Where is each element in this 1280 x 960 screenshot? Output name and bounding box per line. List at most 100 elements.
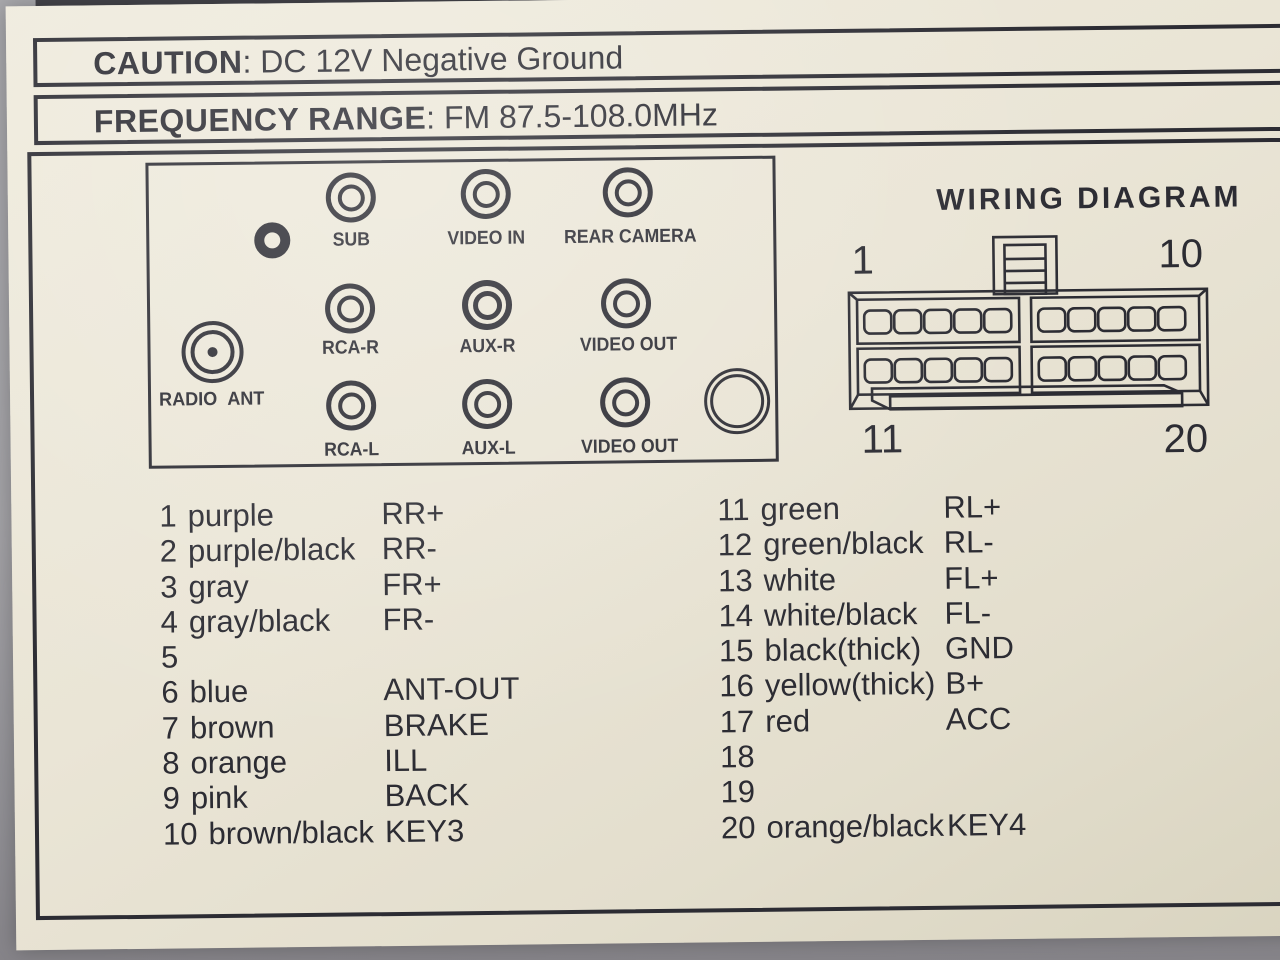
pin-function: B+ xyxy=(945,665,985,702)
pin-function: GND xyxy=(944,630,1015,666)
pin-function: FR- xyxy=(382,601,435,638)
frequency-text: FREQUENCY RANGE: FM 87.5-108.0MHz xyxy=(94,96,718,140)
sub-jack xyxy=(325,172,377,223)
pin-number: 6 xyxy=(161,674,179,711)
pin-number: 9 xyxy=(162,780,181,817)
video-in-jack-label: VIDEO IN xyxy=(447,227,526,250)
pin-number: 16 xyxy=(719,668,755,704)
wiring-diagram-title: WIRING DIAGRAM xyxy=(936,180,1242,217)
pin-number: 8 xyxy=(162,745,180,781)
pin-function: ACC xyxy=(945,700,1012,737)
pin-number: 11 xyxy=(717,491,750,528)
blank-ring-jack xyxy=(254,222,291,259)
pin-function: RL- xyxy=(943,524,994,561)
aux-l-jack-label: AUX-L xyxy=(461,437,516,460)
pin-function: ANT-OUT xyxy=(383,671,520,708)
pin-wire-color: purple/black xyxy=(187,531,356,569)
pin-number: 15 xyxy=(718,633,754,669)
jack-panel: SUB VIDEO IN REAR CAMERA RCA-R AUX-R VID… xyxy=(145,155,779,469)
pin-wire-color: red xyxy=(765,703,811,739)
pin-number: 2 xyxy=(159,533,178,569)
video-out-lower-jack xyxy=(599,377,651,428)
pin-number: 19 xyxy=(720,774,756,810)
pin-number: 1 xyxy=(159,498,177,534)
pin-number: 18 xyxy=(719,739,755,775)
pin-wire-color: orange xyxy=(190,744,288,781)
pin-row-15: 15 black(thick) GND xyxy=(718,630,1014,669)
pin-number: 4 xyxy=(160,604,179,640)
connector-quadrant-tl xyxy=(855,296,1021,346)
pin-number: 20 xyxy=(720,809,756,845)
pin-wire-color: white xyxy=(763,561,837,598)
unlabeled-large-jack xyxy=(703,367,771,435)
pin-wire-color: orange/black xyxy=(766,807,945,845)
pin-number: 5 xyxy=(160,639,179,675)
pin-wire-color: gray xyxy=(188,568,249,604)
pin-row-1: 1 purple RR+ xyxy=(159,495,444,534)
pin-wire-color: green xyxy=(760,490,841,527)
pin-function: RL+ xyxy=(943,489,1002,525)
pin-function: FL- xyxy=(944,595,992,631)
radio-ant-label: RADIO ANT xyxy=(158,388,265,411)
pin-function: RR+ xyxy=(381,495,445,532)
pin-function: BRAKE xyxy=(383,706,490,743)
sticker-label: CAUTION: DC 12V Negative Ground FREQUENC… xyxy=(5,0,1280,951)
pin-number: 10 xyxy=(162,815,198,852)
pin-row-6: 6 blue ANT-OUT xyxy=(161,671,519,711)
frequency-value: : FM 87.5-108.0MHz xyxy=(425,96,719,136)
pin-function: ILL xyxy=(383,742,428,779)
pin-number: 17 xyxy=(719,703,755,740)
rca-l-jack-label: RCA-L xyxy=(324,439,380,461)
connector-pin-20-number: 20 xyxy=(1163,416,1209,462)
connector-pin-11-number: 11 xyxy=(861,417,904,462)
connector-quadrant-tr xyxy=(1029,294,1201,344)
pin-number: 13 xyxy=(717,562,753,598)
pin-function: KEY3 xyxy=(384,812,465,849)
pin-wire-color: purple xyxy=(187,497,275,534)
pin-wire-color: brown xyxy=(189,709,275,746)
pin-number: 3 xyxy=(160,569,178,605)
pin-wire-color: pink xyxy=(190,780,248,816)
connector-latch xyxy=(870,383,1184,411)
pin-row-8: 8 orange ILL xyxy=(162,743,427,781)
pin-row-11: 11 green RL+ xyxy=(717,489,1001,528)
radio-ant-jack xyxy=(181,320,244,384)
caution-label: CAUTION xyxy=(93,43,243,82)
aux-r-jack-label: AUX-R xyxy=(459,335,516,358)
pin-wire-color: brown/black xyxy=(208,813,375,851)
pin-function: RR- xyxy=(381,530,438,567)
radio-ant-ring xyxy=(190,329,235,375)
pin-number: 7 xyxy=(161,710,180,746)
pin-number: 14 xyxy=(718,597,754,634)
pin-wire-color: white/black xyxy=(763,595,918,633)
video-out-upper-jack xyxy=(600,278,652,329)
video-out-upper-label: VIDEO OUT xyxy=(579,333,678,356)
rear-camera-jack xyxy=(602,167,654,218)
pin-wire-color: blue xyxy=(189,674,249,710)
rca-l-jack xyxy=(325,380,377,431)
aux-l-jack xyxy=(461,378,513,430)
rear-camera-jack-label: REAR CAMERA xyxy=(563,225,697,249)
pin-number: 12 xyxy=(717,527,753,563)
pin-wire-color: black(thick) xyxy=(764,631,922,669)
pin-row-5: 5 xyxy=(161,637,372,675)
pin-function: KEY4 xyxy=(946,806,1027,843)
caution-value: : DC 12V Negative Ground xyxy=(242,39,624,80)
pin-function: FR+ xyxy=(381,566,442,602)
caution-box: CAUTION: DC 12V Negative Ground xyxy=(32,23,1280,88)
sub-jack-label: SUB xyxy=(332,229,371,251)
aux-r-jack xyxy=(461,279,513,331)
pin-row-17: 17 red ACC xyxy=(719,701,1012,740)
